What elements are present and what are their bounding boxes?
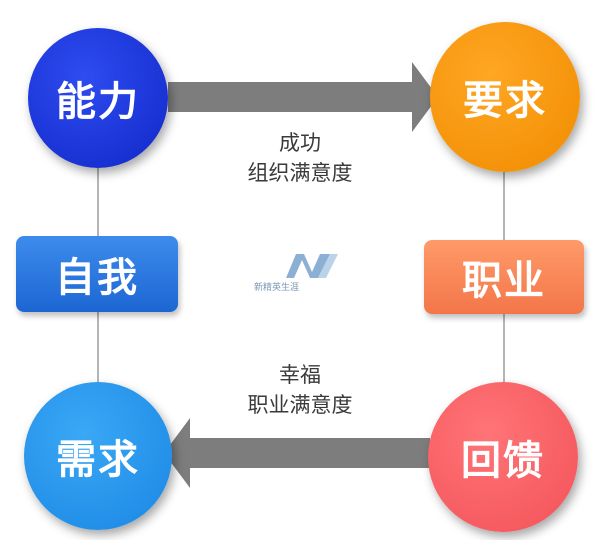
node-feedback-label: 回馈: [461, 438, 545, 484]
node-need: 需求: [24, 382, 172, 530]
caption-bottom-line1: 幸福: [279, 363, 321, 387]
arrow-left: [164, 418, 430, 488]
node-ability: 能力: [28, 28, 168, 168]
node-ability-label: 能力: [56, 79, 140, 125]
watermark-text: 新精英生涯: [254, 283, 300, 293]
watermark-n-icon: [286, 254, 338, 278]
box-self-label: 自我: [55, 255, 139, 301]
box-self: 自我: [16, 236, 178, 312]
caption-bottom-line2: 职业满意度: [247, 393, 353, 417]
box-career: 职业: [424, 240, 584, 314]
node-feedback: 回馈: [428, 382, 578, 532]
caption-bottom: 幸福 职业满意度: [190, 360, 410, 420]
watermark-logo: 新精英生涯: [254, 248, 354, 298]
caption-top-line1: 成功: [279, 131, 321, 155]
caption-top: 成功 组织满意度: [190, 128, 410, 188]
box-career-label: 职业: [462, 258, 546, 304]
node-demand: 要求: [430, 22, 580, 172]
node-demand-label: 要求: [463, 78, 547, 124]
arrow-right: [168, 62, 438, 132]
caption-top-line2: 组织满意度: [247, 161, 353, 185]
node-need-label: 需求: [56, 437, 140, 483]
